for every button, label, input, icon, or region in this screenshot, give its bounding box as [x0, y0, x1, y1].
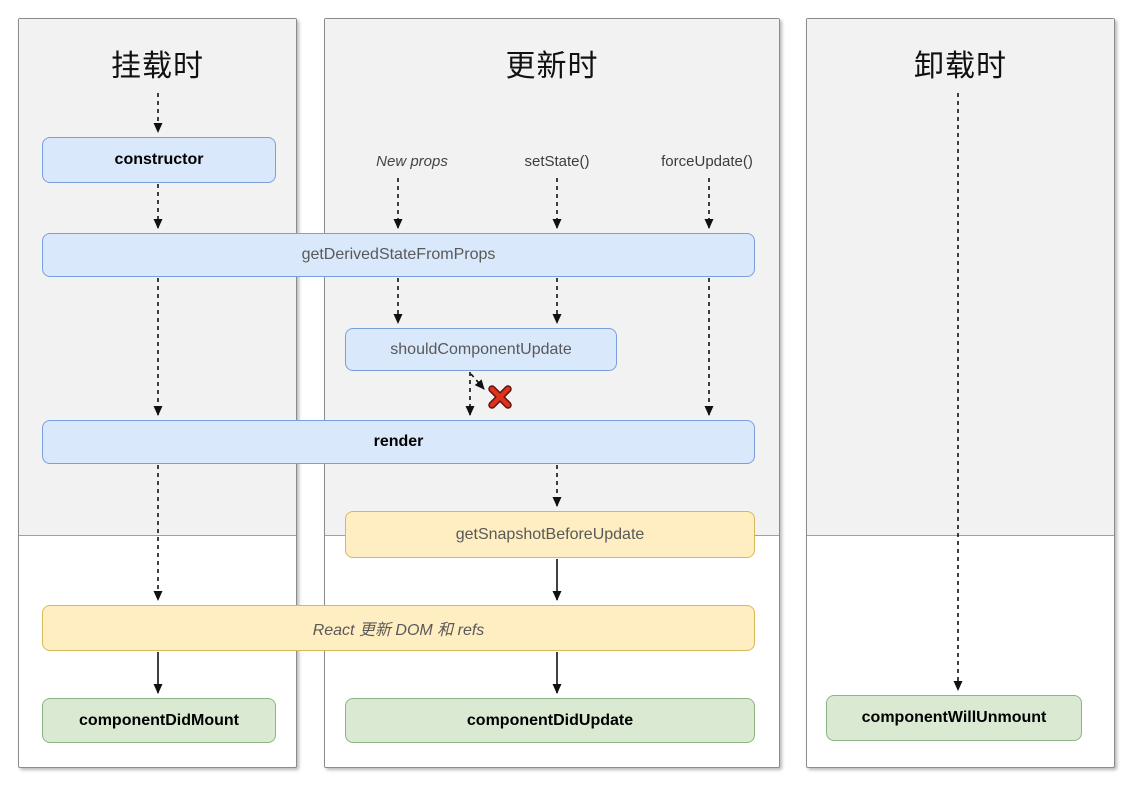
node-component-did-mount[interactable]: componentDidMount [42, 698, 276, 743]
column-title-unmounting: 卸载时 [914, 50, 1007, 83]
panel-updating: 更新时 [324, 18, 780, 768]
trigger-force-update: forceUpdate() [661, 153, 753, 170]
trigger-set-state: setState() [524, 153, 590, 170]
render-phase-background-unmounting [807, 19, 1114, 536]
node-react-updates-dom: React 更新 DOM 和 refs [42, 605, 755, 651]
node-should-component-update[interactable]: shouldComponentUpdate [345, 328, 617, 371]
node-get-derived-state-from-props[interactable]: getDerivedStateFromProps [42, 233, 755, 277]
panel-mounting: 挂载时 [18, 18, 297, 768]
trigger-new-props: New props [376, 153, 448, 170]
column-title-updating: 更新时 [505, 50, 599, 83]
node-component-did-update[interactable]: componentDidUpdate [345, 698, 755, 743]
node-constructor[interactable]: constructor [42, 137, 276, 183]
node-render[interactable]: render [42, 420, 755, 464]
node-component-will-unmount[interactable]: componentWillUnmount [826, 695, 1082, 741]
column-title-mounting: 挂载时 [111, 50, 204, 83]
node-get-snapshot-before-update[interactable]: getSnapshotBeforeUpdate [345, 511, 755, 558]
panel-unmounting: 卸载时 [806, 18, 1115, 768]
